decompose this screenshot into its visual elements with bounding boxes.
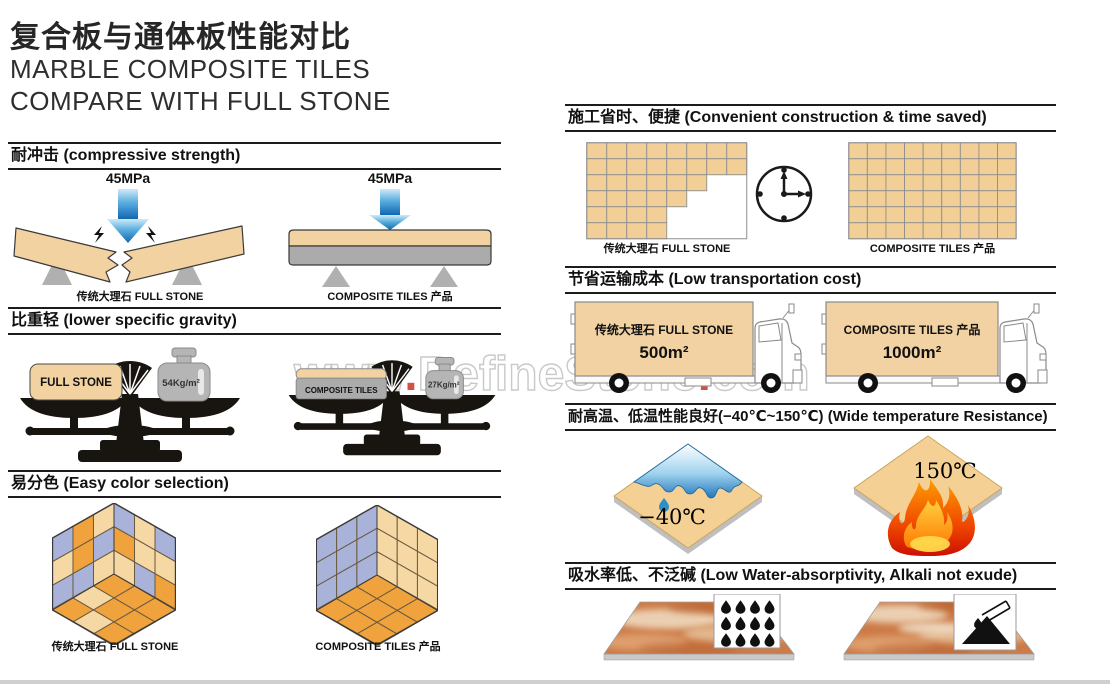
slab-thickness — [843, 653, 1035, 661]
impact-composite-illustration: 45MPa — [288, 170, 492, 287]
weight-27kg-icon — [425, 357, 464, 400]
section-heading-impact: 耐冲击 (compressive strength) — [8, 142, 501, 170]
composite-block-label: COMPOSITE TILES — [305, 386, 378, 395]
truck-chassis — [574, 375, 772, 384]
marble-slab-water — [603, 594, 795, 661]
slab-thickness — [603, 653, 795, 661]
bottom-border — [0, 680, 1110, 684]
page-title: 复合板与通体板性能对比 — [10, 21, 351, 54]
crack-spark-icon — [94, 226, 156, 243]
truck-capacity-value: 500m² — [639, 343, 688, 362]
page-subtitle-line1: MARBLE COMPOSITE TILES — [10, 54, 371, 84]
broken-slab-right-piece — [121, 225, 245, 283]
composite-slab-base-layer — [288, 245, 492, 266]
mixed-color-cube — [52, 503, 176, 645]
ice-cap-icon — [633, 443, 743, 499]
marble-texture — [844, 602, 1034, 654]
truck-cab-icon — [999, 303, 1048, 384]
support-triangle — [430, 266, 458, 287]
pressure-arrow-icon — [107, 189, 149, 243]
composite-block — [295, 368, 387, 400]
support-triangle — [172, 255, 202, 285]
composite-slab-top-layer — [288, 229, 492, 247]
weight-value-left: 54Kg/m² — [162, 378, 199, 389]
ice-drip-icon — [659, 498, 669, 512]
pressure-value-right: 45MPa — [368, 170, 413, 186]
broken-slab-left-piece — [13, 227, 119, 283]
full-stone-block — [29, 363, 123, 401]
tile-grid-complete — [848, 142, 1017, 240]
pressure-value-left: 45MPa — [106, 170, 151, 186]
scale-composite: COMPOSITE TILES 27Kg/m² — [288, 357, 496, 456]
truck-cargo-box — [574, 301, 754, 377]
cold-tile-illustration: −40℃ — [613, 443, 763, 554]
caption-color-right: COMPOSITE TILES 产品 — [315, 641, 441, 653]
truck-chassis — [825, 375, 1017, 384]
marble-slab-alkali — [843, 594, 1035, 661]
support-triangle — [42, 255, 72, 285]
hot-temperature-value: 150℃ — [913, 459, 977, 483]
scale-full-stone: FULL STONE 54Kg/m² — [20, 347, 240, 462]
section-heading-color: 易分色 (Easy color selection) — [8, 470, 501, 498]
section-heading-water: 吸水率低、不泛碱 (Low Water-absorptivity, Alkali… — [565, 562, 1056, 590]
hot-tile-illustration: 150℃ — [853, 435, 1003, 556]
pressure-arrow-icon — [369, 189, 411, 230]
caption-construction-left: 传统大理石 FULL STONE — [603, 243, 731, 255]
page-subtitle-line2: COMPARE WITH FULL STONE — [10, 86, 391, 116]
weight-54kg-icon — [157, 347, 211, 402]
tile-grid-incomplete — [586, 142, 748, 240]
truck-cab-icon — [754, 303, 803, 384]
caption-impact-left: 传统大理石 FULL STONE — [76, 291, 204, 303]
section-heading-transport: 节省运输成本 (Low transportation cost) — [565, 266, 1056, 294]
truck-capacity-label: COMPOSITE TILES 产品 — [844, 322, 981, 337]
truck-capacity-label: 传统大理石 FULL STONE — [594, 322, 733, 337]
impact-full-stone-illustration: 45MPa — [13, 170, 245, 285]
cold-temperature-value: −40℃ — [638, 505, 706, 529]
flame-icon — [887, 479, 975, 556]
caption-color-left: 传统大理石 FULL STONE — [51, 641, 179, 653]
caption-construction-right: COMPOSITE TILES 产品 — [869, 243, 996, 255]
truck-full-stone: 传统大理石 FULL STONE 500m² — [570, 301, 803, 393]
alkali-box-icon — [953, 594, 1017, 651]
clock-icon — [755, 165, 813, 223]
weight-value-right: 27Kg/m² — [428, 381, 460, 390]
truck-composite: COMPOSITE TILES 产品 1000m² — [821, 301, 1048, 393]
caption-impact-right: COMPOSITE TILES 产品 — [327, 291, 453, 303]
water-drops-box-icon — [713, 594, 781, 649]
section-heading-temperature: 耐高温、低温性能良好(−40℃~150℃) (Wide temperature … — [565, 403, 1056, 431]
section-heading-gravity: 比重轻 (lower specific gravity) — [8, 307, 501, 335]
uniform-color-cube — [316, 505, 438, 645]
tile-grid-cells — [848, 142, 1017, 240]
full-stone-block-label: FULL STONE — [40, 377, 112, 389]
truck-capacity-value: 1000m² — [883, 343, 942, 362]
truck-cargo-box — [825, 301, 999, 377]
tile-grid-cells — [586, 142, 748, 240]
support-triangle — [322, 266, 350, 287]
section-heading-construction: 施工省时、便捷 (Convenient construction & time … — [565, 104, 1056, 132]
